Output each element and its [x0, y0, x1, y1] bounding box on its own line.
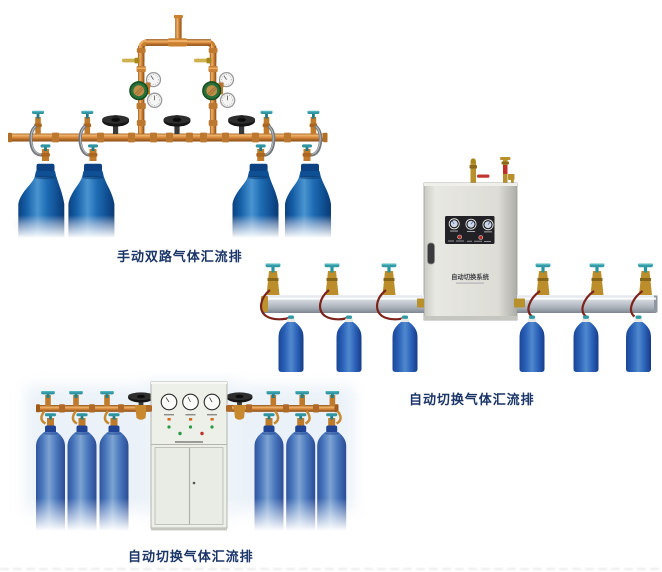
svg-text:自动切换系统: 自动切换系统: [451, 272, 489, 281]
